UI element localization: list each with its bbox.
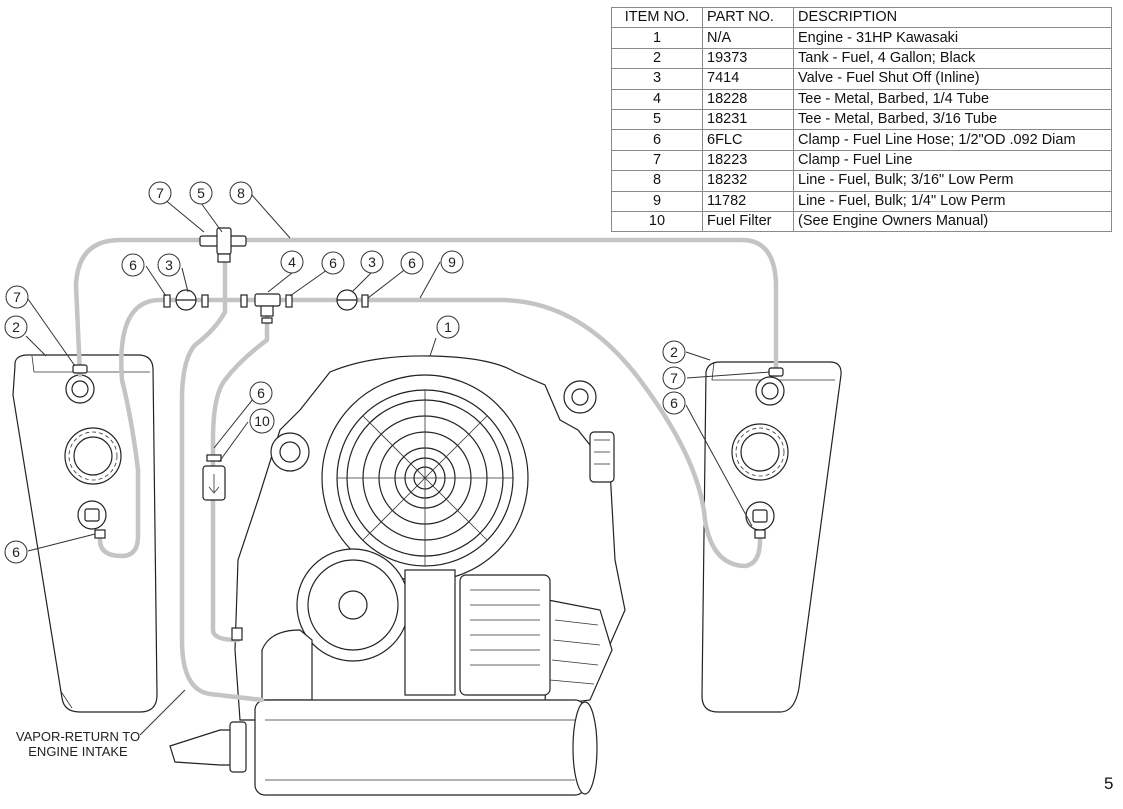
- cell-part-no: 18228: [702, 88, 794, 110]
- cell-part-no: 19373: [702, 47, 794, 70]
- cell-part-no: 18223: [702, 149, 794, 172]
- callout-3-right: 3: [360, 250, 384, 274]
- callout-8: 8: [229, 181, 253, 205]
- shutoff-valve-left: [163, 289, 209, 311]
- svg-text:9: 9: [448, 254, 456, 270]
- header-part-no: PART NO.: [702, 6, 794, 29]
- callout-9: 9: [440, 250, 464, 274]
- fuel-lines: [73, 237, 779, 703]
- svg-text:6: 6: [670, 395, 678, 411]
- svg-text:5: 5: [197, 185, 205, 201]
- cell-item-no: 10: [611, 210, 703, 233]
- vapor-return-label: VAPOR-RETURN TO ENGINE INTAKE: [16, 689, 186, 759]
- cell-description: Tee - Metal, Barbed, 1/4 Tube: [793, 88, 1112, 110]
- callout-6a: 6: [121, 253, 145, 277]
- cell-part-no: 7414: [702, 68, 794, 90]
- cell-part-no: Fuel Filter: [702, 210, 794, 233]
- callout-5: 5: [189, 181, 213, 205]
- callout-6d: 6: [249, 381, 273, 405]
- cell-part-no: 18231: [702, 108, 794, 131]
- svg-text:10: 10: [254, 413, 270, 429]
- callout-4: 4: [280, 250, 304, 274]
- callout-10: 10: [249, 408, 275, 434]
- callout-6b: 6: [321, 251, 345, 275]
- cell-description: Engine - 31HP Kawasaki: [793, 27, 1112, 49]
- svg-text:7: 7: [670, 370, 678, 386]
- vapor-return-line2: ENGINE INTAKE: [28, 744, 128, 759]
- svg-text:6: 6: [129, 257, 137, 273]
- right-fuel-tank: [701, 361, 842, 713]
- tee-4: [240, 293, 293, 324]
- header-item-no: ITEM NO.: [611, 6, 703, 29]
- svg-text:6: 6: [329, 255, 337, 271]
- callout-1: 1: [436, 315, 460, 339]
- svg-text:1: 1: [444, 319, 452, 335]
- cell-part-no: 18232: [702, 170, 794, 192]
- page-number: 5: [1104, 774, 1114, 793]
- callout-7-top: 7: [148, 181, 172, 205]
- svg-text:6: 6: [408, 255, 416, 271]
- cell-item-no: 2: [611, 47, 703, 70]
- cell-item-no: 6: [611, 129, 703, 151]
- cell-description: Valve - Fuel Shut Off (Inline): [793, 68, 1112, 90]
- cell-description: Line - Fuel, Bulk; 3/16" Low Perm: [793, 170, 1112, 192]
- callout-6e: 6: [4, 540, 28, 564]
- svg-text:7: 7: [13, 289, 21, 305]
- callout-6f: 6: [662, 391, 686, 415]
- cell-item-no: 8: [611, 170, 703, 192]
- cell-item-no: 1: [611, 27, 703, 49]
- vapor-return-line1: VAPOR-RETURN TO: [16, 729, 140, 744]
- fuel-filter: [202, 454, 226, 501]
- callout-2-right: 2: [662, 340, 686, 364]
- cell-item-no: 3: [611, 68, 703, 90]
- callout-7-right: 7: [662, 366, 686, 390]
- engine: [169, 355, 626, 796]
- svg-text:3: 3: [165, 257, 173, 273]
- svg-text:8: 8: [237, 185, 245, 201]
- svg-text:3: 3: [368, 254, 376, 270]
- shutoff-valve-right: [336, 289, 369, 311]
- cell-description: Clamp - Fuel Line Hose; 1/2"OD .092 Diam: [793, 129, 1112, 151]
- header-description: DESCRIPTION: [793, 6, 1112, 29]
- cell-description: Line - Fuel, Bulk; 1/4" Low Perm: [793, 190, 1112, 212]
- cell-item-no: 5: [611, 108, 703, 131]
- svg-text:6: 6: [257, 385, 265, 401]
- cell-item-no: 9: [611, 190, 703, 212]
- cell-item-no: 4: [611, 88, 703, 110]
- table-header-row: ITEM NO. PART NO. DESCRIPTION: [611, 6, 1112, 29]
- svg-text:2: 2: [670, 344, 678, 360]
- callout-6c: 6: [400, 251, 424, 275]
- svg-text:7: 7: [156, 185, 164, 201]
- callout-2-left: 2: [4, 315, 28, 339]
- callout-7-left: 7: [5, 285, 29, 309]
- cell-description: Tank - Fuel, 4 Gallon; Black: [793, 47, 1112, 70]
- cell-part-no: 6FLC: [702, 129, 794, 151]
- callout-3-left: 3: [157, 253, 181, 277]
- cell-item-no: 7: [611, 149, 703, 172]
- svg-text:6: 6: [12, 544, 20, 560]
- cell-description: Clamp - Fuel Line: [793, 149, 1112, 172]
- cell-part-no: N/A: [702, 27, 794, 49]
- cell-part-no: 11782: [702, 190, 794, 212]
- svg-text:2: 2: [12, 319, 20, 335]
- tee-5: [199, 227, 247, 263]
- cell-description: Tee - Metal, Barbed, 3/16 Tube: [793, 108, 1112, 131]
- left-fuel-tank: [12, 354, 158, 713]
- svg-text:4: 4: [288, 254, 296, 270]
- cell-description: (See Engine Owners Manual): [793, 210, 1112, 233]
- fittings: [72, 227, 784, 641]
